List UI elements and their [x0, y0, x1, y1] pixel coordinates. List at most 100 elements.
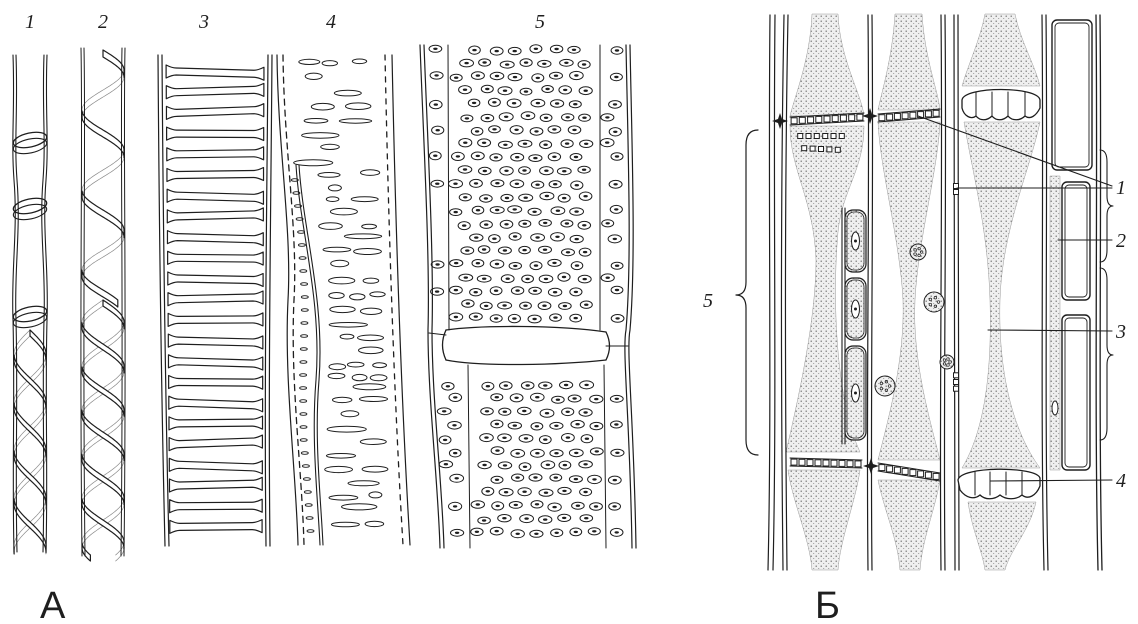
pit-aperture — [576, 505, 580, 507]
pit-aperture — [475, 130, 479, 132]
pit-aperture — [594, 505, 598, 507]
sieve-pore — [954, 380, 959, 385]
slit-pit — [305, 73, 322, 79]
sieve-pore — [849, 115, 855, 121]
pit-aperture — [455, 532, 459, 534]
pit-aperture — [535, 452, 539, 454]
pit-aperture — [455, 477, 459, 479]
pit-aperture — [572, 129, 576, 131]
slime-plug — [962, 90, 1040, 120]
pit-aperture — [615, 265, 619, 267]
pit-aperture — [463, 89, 467, 91]
pit-aperture — [532, 211, 536, 213]
pit-aperture — [513, 50, 517, 52]
pit-aperture — [486, 385, 490, 387]
pit-aperture — [505, 63, 509, 65]
pit-aperture — [523, 466, 527, 468]
vessel-label-2: 2 — [98, 11, 108, 33]
slit-pit — [373, 363, 387, 368]
pit-aperture — [545, 195, 549, 197]
nucleolus — [854, 392, 857, 395]
sieve-pore — [802, 146, 807, 151]
pit-aperture — [592, 530, 596, 532]
pit-aperture — [453, 452, 457, 454]
pit-aperture — [502, 437, 506, 439]
pit-aperture — [516, 533, 520, 535]
slit-pit — [361, 170, 380, 176]
slit-pit — [362, 224, 377, 229]
pit-aperture — [563, 464, 567, 466]
pit-aperture — [435, 263, 439, 265]
slit-pit — [340, 334, 354, 339]
pit-aperture — [472, 102, 476, 104]
pit-aperture — [554, 476, 558, 478]
sieve-pore — [879, 465, 885, 471]
pit-aperture — [534, 264, 538, 266]
sieve-pore — [894, 113, 900, 119]
pit-aperture — [495, 50, 499, 52]
pit-aperture — [584, 384, 588, 386]
pit-aperture — [516, 452, 520, 454]
pit-aperture — [482, 61, 486, 63]
pit-aperture — [615, 49, 619, 51]
pit-aperture — [552, 128, 556, 130]
pit-aperture — [543, 144, 547, 146]
sieve-pore — [894, 467, 900, 473]
pit-aperture — [566, 411, 570, 413]
pit-aperture — [524, 437, 528, 439]
slit-pit — [346, 103, 371, 110]
pit-aperture — [494, 317, 498, 319]
pit-aperture — [453, 396, 457, 398]
pit-aperture — [562, 197, 566, 199]
nucleolus — [854, 240, 857, 243]
pit-aperture — [504, 491, 508, 493]
pit-aperture — [533, 157, 537, 159]
slit-pit — [328, 185, 341, 191]
slit-pit — [358, 335, 384, 341]
companion-cell — [1052, 20, 1092, 170]
slit-pit — [334, 90, 361, 96]
slit-pit — [328, 373, 345, 378]
pit-aperture — [544, 278, 548, 280]
pit-aperture — [514, 504, 518, 506]
pit-aperture — [446, 385, 450, 387]
sieve-pore — [791, 118, 797, 124]
panel-a-letter: А — [40, 585, 66, 624]
pit-aperture — [574, 291, 578, 293]
pit-aperture — [552, 262, 556, 264]
pit-aperture — [464, 62, 468, 64]
pit-aperture — [535, 503, 539, 505]
pit-aperture — [536, 102, 540, 104]
pit-aperture — [513, 235, 517, 237]
pit-aperture — [506, 278, 510, 280]
slit-pit — [360, 439, 386, 445]
pit-aperture — [562, 490, 566, 492]
sieve-pore — [823, 460, 829, 466]
pit-aperture — [574, 531, 578, 533]
slit-pit — [322, 61, 337, 66]
pit-aperture — [585, 438, 589, 440]
pit-aperture — [454, 289, 458, 291]
pit-aperture — [482, 464, 486, 466]
vessel-label-3: 3 — [198, 11, 209, 33]
pit-aperture — [436, 129, 440, 131]
pit-aperture — [453, 183, 457, 185]
sieve-pore — [810, 146, 815, 151]
pit-aperture — [614, 208, 618, 210]
pit-aperture — [522, 169, 526, 171]
pit-aperture — [536, 77, 540, 79]
pit-aperture — [543, 518, 547, 520]
sieve-pore — [831, 460, 837, 466]
pit-aperture — [476, 503, 480, 505]
pit-aperture — [495, 449, 499, 451]
slit-pit — [330, 208, 357, 215]
pit-aperture — [615, 155, 619, 157]
sieve-pore — [954, 190, 959, 195]
slit-pit — [331, 260, 349, 267]
pit-aperture — [553, 183, 557, 185]
sieve-pore — [832, 116, 838, 122]
callout-label-2: 2 — [1116, 230, 1126, 252]
pit-aperture — [484, 223, 488, 225]
pit-aperture — [614, 423, 618, 425]
pit-aperture — [605, 116, 609, 118]
